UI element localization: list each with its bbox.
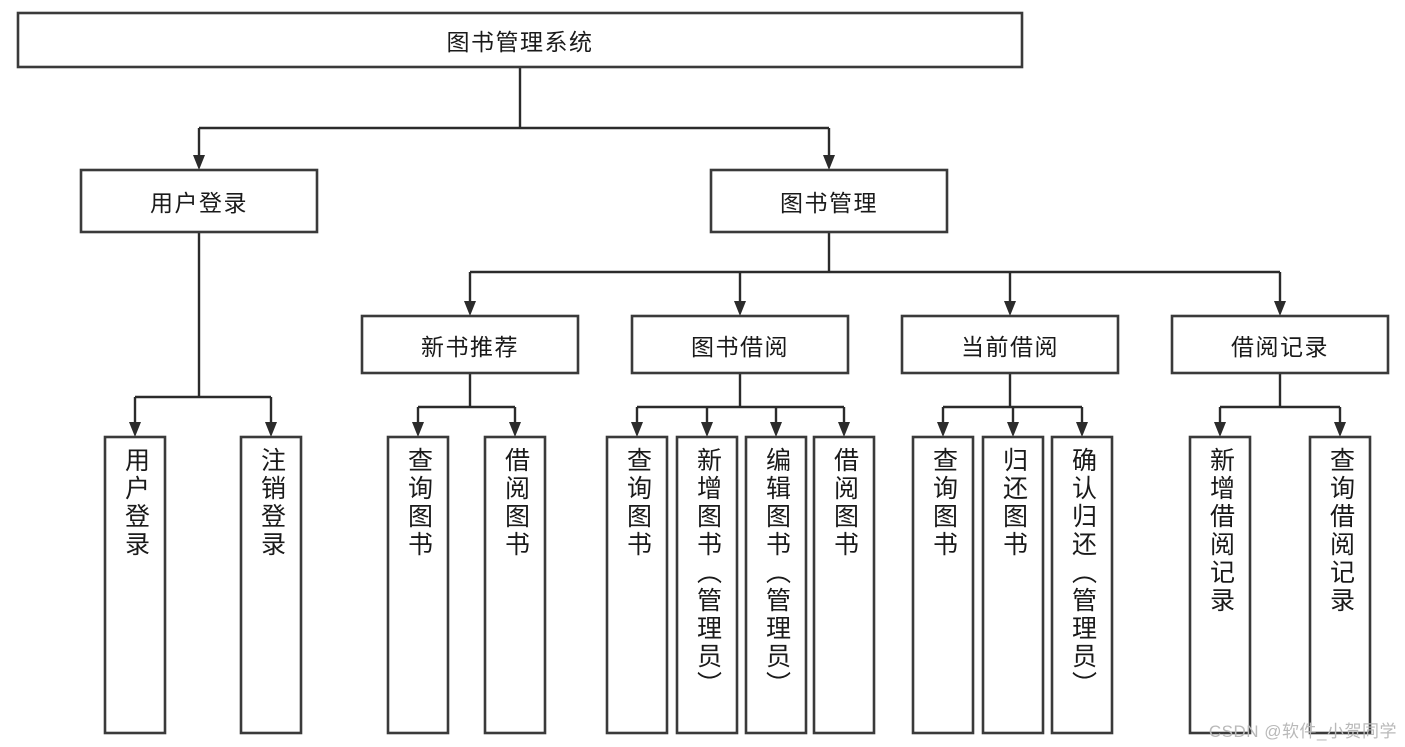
node-leaf-4[interactable] bbox=[605, 435, 669, 735]
node-level3-1[interactable] bbox=[630, 314, 850, 375]
node-root[interactable] bbox=[16, 11, 1024, 69]
node-level3-2[interactable] bbox=[900, 314, 1120, 375]
edge-bookmgmt-to-level3-branch-3-arrowhead bbox=[1274, 301, 1286, 316]
edge-root-to-level2-branch-1-arrowhead bbox=[823, 155, 835, 170]
edge-borrow-to-leaves-branch-0-arrowhead bbox=[631, 422, 643, 437]
nodes-layer bbox=[16, 11, 1390, 735]
node-level2-0[interactable] bbox=[79, 168, 319, 234]
edge-bookmgmt-to-level3-branch-0-arrowhead bbox=[464, 301, 476, 316]
edge-current-to-leaves-branch-0-arrowhead bbox=[937, 422, 949, 437]
edge-borrow-to-leaves-branch-2-arrowhead bbox=[770, 422, 782, 437]
edge-newbook-to-leaves-branch-1-arrowhead bbox=[509, 422, 521, 437]
connectors-layer bbox=[129, 67, 1346, 437]
node-level2-1[interactable] bbox=[709, 168, 949, 234]
edge-current-to-leaves-branch-1-arrowhead bbox=[1007, 422, 1019, 437]
watermark: CSDN @软件_小贺同学 bbox=[1208, 722, 1397, 741]
edge-borrow-to-leaves-branch-3-arrowhead bbox=[838, 422, 850, 437]
node-leaf-12[interactable] bbox=[1308, 435, 1372, 735]
node-leaf-3[interactable] bbox=[483, 435, 547, 735]
node-leaf-2[interactable] bbox=[386, 435, 450, 735]
edge-record-to-leaves-branch-1-arrowhead bbox=[1334, 422, 1346, 437]
node-leaf-6[interactable] bbox=[744, 435, 808, 735]
edge-bookmgmt-to-level3-branch-1-arrowhead bbox=[734, 301, 746, 316]
edge-newbook-to-leaves-branch-0-arrowhead bbox=[412, 422, 424, 437]
edge-record-to-leaves-branch-0-arrowhead bbox=[1214, 422, 1226, 437]
node-leaf-1[interactable] bbox=[239, 435, 303, 735]
node-level3-3[interactable] bbox=[1170, 314, 1390, 375]
node-leaf-10[interactable] bbox=[1050, 435, 1114, 735]
node-leaf-9[interactable] bbox=[981, 435, 1045, 735]
node-level3-0[interactable] bbox=[360, 314, 580, 375]
edge-borrow-to-leaves-branch-1-arrowhead bbox=[701, 422, 713, 437]
node-leaf-11[interactable] bbox=[1188, 435, 1252, 735]
edge-bookmgmt-to-level3-branch-2-arrowhead bbox=[1004, 301, 1016, 316]
edge-userlogin-to-leaves-branch-1-arrowhead bbox=[265, 422, 277, 437]
edge-current-to-leaves-branch-2-arrowhead bbox=[1076, 422, 1088, 437]
edge-root-to-level2-branch-0-arrowhead bbox=[193, 155, 205, 170]
node-leaf-5[interactable] bbox=[675, 435, 739, 735]
node-leaf-8[interactable] bbox=[911, 435, 975, 735]
edge-userlogin-to-leaves-branch-0-arrowhead bbox=[129, 422, 141, 437]
node-leaf-7[interactable] bbox=[812, 435, 876, 735]
node-leaf-0[interactable] bbox=[103, 435, 167, 735]
